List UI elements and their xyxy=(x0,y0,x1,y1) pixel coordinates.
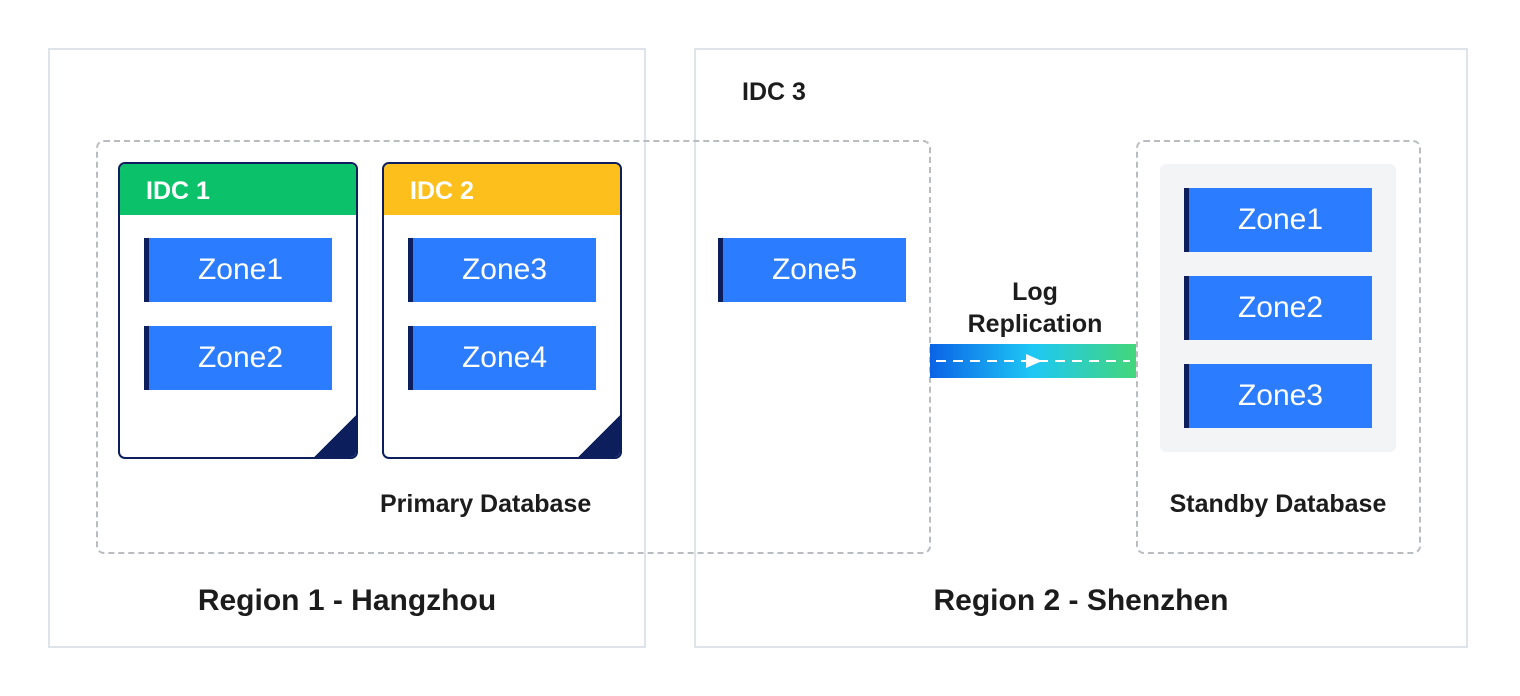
zone-block: Zone5 xyxy=(718,238,906,302)
zone-block: Zone3 xyxy=(1184,364,1372,428)
log-replication-label: Log Replication xyxy=(940,276,1130,340)
idc-1-card: IDC 1 xyxy=(118,162,358,459)
zone-block: Zone2 xyxy=(144,326,332,390)
idc-2-header: IDC 2 xyxy=(384,164,620,215)
arrow-head-icon xyxy=(1026,354,1042,368)
log-replication-arrow-icon xyxy=(930,344,1136,378)
standby-database-label: Standby Database xyxy=(1169,490,1387,518)
idc-3-label: IDC 3 xyxy=(742,78,806,106)
primary-database-label: Primary Database xyxy=(380,490,592,518)
page-fold-icon xyxy=(312,413,356,457)
zone-block: Zone2 xyxy=(1184,276,1372,340)
region-1-title: Region 1 - Hangzhou xyxy=(197,584,497,617)
zone-block: Zone4 xyxy=(408,326,596,390)
zone-block: Zone1 xyxy=(1184,188,1372,252)
log-replication-line1: Log xyxy=(1012,278,1058,306)
log-replication-line2: Replication xyxy=(967,310,1103,338)
idc-1-header: IDC 1 xyxy=(120,164,356,215)
region-2-title: Region 2 - Shenzhen xyxy=(933,584,1229,617)
idc-2-card: IDC 2 xyxy=(382,162,622,459)
standby-database-box xyxy=(1136,140,1421,554)
zone-block: Zone3 xyxy=(408,238,596,302)
page-fold-icon xyxy=(576,413,620,457)
zone-block: Zone1 xyxy=(144,238,332,302)
